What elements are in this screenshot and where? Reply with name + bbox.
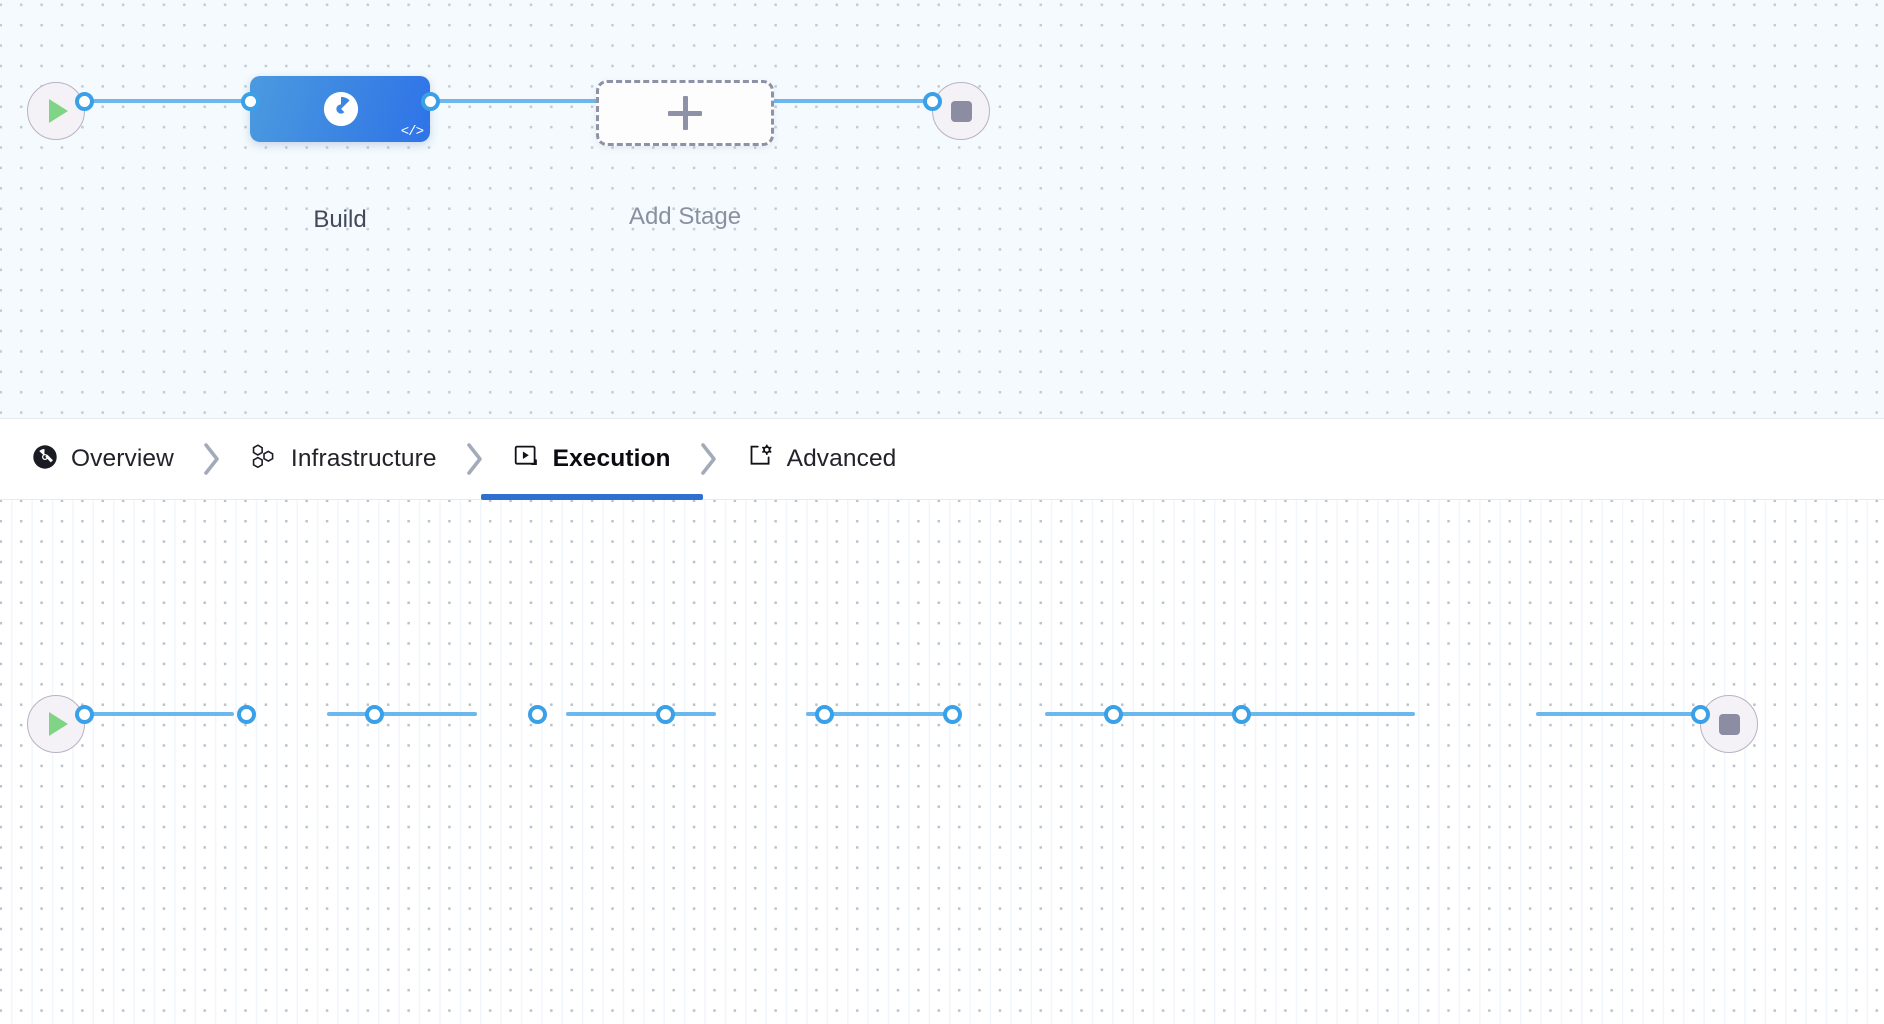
tab-label-execution: Execution bbox=[552, 445, 671, 472]
tab-infrastructure[interactable]: Infrastructure bbox=[240, 419, 447, 499]
stage-end-port[interactable] bbox=[923, 92, 942, 111]
step-run-in-port[interactable] bbox=[528, 705, 547, 724]
chevron-right-icon bbox=[184, 442, 240, 476]
tab-label-advanced: Advanced bbox=[786, 445, 897, 472]
stop-icon bbox=[1718, 713, 1740, 735]
harness-logo-icon bbox=[32, 444, 58, 475]
step-base-image-out-port[interactable] bbox=[943, 705, 962, 724]
stage-wire-build-addstage bbox=[424, 99, 614, 103]
harness-logo-icon bbox=[322, 90, 360, 133]
step-wire-appimage-addstep bbox=[1045, 712, 1415, 716]
step-background-out-port[interactable] bbox=[365, 705, 384, 724]
step-wire-background-run bbox=[327, 712, 477, 716]
stage-config-tabs: Overview Infrastructure bbox=[0, 418, 1884, 500]
step-run-out-port[interactable] bbox=[656, 705, 675, 724]
step-background-in-port[interactable] bbox=[237, 705, 256, 724]
hexagons-icon bbox=[250, 443, 278, 476]
stop-icon bbox=[950, 100, 972, 122]
step-wire-addstep-end bbox=[1536, 712, 1706, 716]
step-wire-start-background bbox=[84, 712, 234, 716]
add-stage-label: Add Stage bbox=[628, 203, 742, 230]
step-wire-run-baseimage bbox=[566, 712, 716, 716]
stage-canvas[interactable]: </> Build Add Stage bbox=[0, 0, 1884, 418]
tab-execution[interactable]: Execution bbox=[480, 419, 703, 500]
code-badge-icon[interactable]: </> bbox=[400, 124, 424, 140]
stage-label-build: Build bbox=[313, 206, 367, 233]
stage-wire-start-build bbox=[84, 99, 264, 103]
play-box-icon bbox=[513, 443, 540, 475]
stage-wire-addstage-end bbox=[760, 99, 960, 103]
stage-start-node[interactable] bbox=[27, 82, 85, 140]
stage-build-out-port[interactable] bbox=[421, 92, 440, 111]
step-app-image-out-port[interactable] bbox=[1232, 705, 1251, 724]
stage-end-node[interactable] bbox=[932, 82, 990, 140]
play-icon bbox=[49, 99, 68, 123]
card-settings-icon bbox=[747, 443, 774, 475]
stage-start-port[interactable] bbox=[75, 92, 94, 111]
play-icon bbox=[49, 712, 68, 736]
stage-node-build[interactable]: </> bbox=[250, 76, 430, 142]
step-end-node[interactable] bbox=[1700, 695, 1758, 753]
step-start-port[interactable] bbox=[75, 705, 94, 724]
tab-advanced[interactable]: Advanced bbox=[737, 419, 907, 499]
step-app-image-in-port[interactable] bbox=[1104, 705, 1123, 724]
tab-label-overview: Overview bbox=[71, 445, 174, 472]
add-stage-button[interactable] bbox=[596, 80, 774, 146]
step-wire-baseimage-appimage bbox=[806, 712, 956, 716]
tab-label-infrastructure: Infrastructure bbox=[290, 445, 437, 472]
step-base-image-in-port[interactable] bbox=[815, 705, 834, 724]
step-end-port[interactable] bbox=[1691, 705, 1710, 724]
execution-steps-canvas[interactable]: </> Background </> Run bbox=[0, 500, 1884, 1024]
step-start-node[interactable] bbox=[27, 695, 85, 753]
tab-overview[interactable]: Overview bbox=[22, 419, 184, 499]
chevron-right-icon bbox=[681, 442, 737, 476]
plus-icon bbox=[668, 96, 702, 130]
stage-build-in-port[interactable] bbox=[241, 92, 260, 111]
chevron-right-icon bbox=[447, 442, 503, 476]
